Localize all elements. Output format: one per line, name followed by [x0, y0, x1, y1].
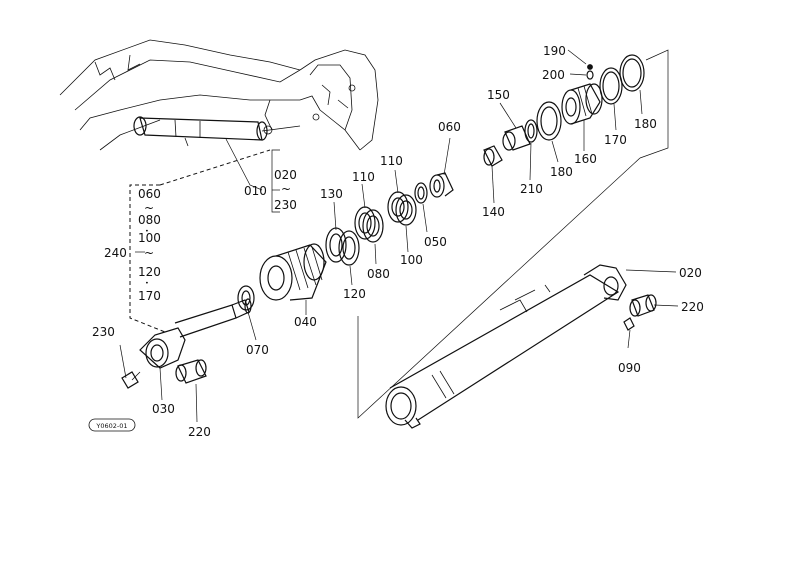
- group-label-080: 080: [138, 213, 161, 227]
- label-240: 240: [104, 246, 127, 260]
- label-160: 160: [574, 152, 597, 166]
- group-label-tilde-1: ~: [144, 201, 154, 215]
- o-ring-070: [237, 285, 255, 311]
- ring-180-b: [619, 54, 645, 92]
- loader-frame-sketch: [59, 39, 379, 151]
- piston-160: [561, 83, 603, 125]
- group-label-tilde-2: ~: [144, 246, 154, 260]
- label-020-right: 020: [679, 266, 702, 280]
- seal-100: [395, 194, 417, 226]
- label-170-right: 170: [604, 133, 627, 147]
- bracket-020-230: [271, 149, 280, 213]
- label-020-top: 020: [274, 168, 297, 182]
- sleeve-150: [502, 125, 531, 151]
- label-220-bottom: 220: [188, 425, 211, 439]
- label-150: 150: [487, 88, 510, 102]
- leader-010: [225, 138, 263, 191]
- label-090: 090: [618, 361, 641, 375]
- group-label-060: 060: [138, 187, 161, 201]
- label-110-a: 110: [352, 170, 375, 184]
- label-180-a: 180: [550, 165, 573, 179]
- label-120-mid: 120: [343, 287, 366, 301]
- drawing-id-label: Y0602-01: [95, 422, 127, 430]
- grease-nipple-090: [623, 317, 635, 331]
- part-labels: 010 020 ~ 230 020 220 090 030 220 230 07…: [92, 44, 704, 439]
- ball-190: [587, 64, 593, 70]
- o-ring-210: [524, 119, 538, 143]
- label-220-right: 220: [681, 300, 704, 314]
- assembly-frame-lower: [357, 157, 641, 419]
- label-130: 130: [320, 187, 343, 201]
- seal-170: [599, 67, 623, 105]
- collar-060: [429, 172, 454, 198]
- bushing-right: [629, 294, 657, 317]
- seal-080: [362, 209, 384, 243]
- nut-140: [483, 145, 503, 167]
- label-180-b: 180: [634, 117, 657, 131]
- group-label-dot-2: •: [145, 279, 149, 287]
- group-label-100: 100: [138, 231, 161, 245]
- ring-200: [586, 70, 594, 80]
- label-110-b: 110: [380, 154, 403, 168]
- rod-end-eye: [139, 327, 186, 369]
- label-200: 200: [542, 68, 565, 82]
- label-tilde-top: ~: [281, 182, 291, 196]
- group-bracket-240: [129, 184, 166, 333]
- label-230-top: 230: [274, 198, 297, 212]
- label-060-mid: 060: [438, 120, 461, 134]
- rod-guide-040: [259, 243, 327, 301]
- group-label-dot-1: •: [145, 227, 149, 235]
- label-050: 050: [424, 235, 447, 249]
- drawing-id-badge: Y0602-01: [88, 418, 136, 432]
- label-070: 070: [246, 343, 269, 357]
- group-label-170: 170: [138, 289, 161, 303]
- ring-050: [414, 182, 428, 204]
- label-040: 040: [294, 315, 317, 329]
- group-label-120: 120: [138, 265, 161, 279]
- group-bracket-240-top: [159, 149, 271, 186]
- label-100-mid: 100: [400, 253, 423, 267]
- leader-lines: [119, 49, 679, 423]
- label-190: 190: [543, 44, 566, 58]
- label-230-left: 230: [92, 325, 115, 339]
- seal-110-b: [387, 191, 409, 223]
- assembly-frame-upper: [639, 49, 669, 159]
- label-210: 210: [520, 182, 543, 196]
- label-030: 030: [152, 402, 175, 416]
- label-080-mid: 080: [367, 267, 390, 281]
- grease-nipple-left: [121, 371, 141, 389]
- cylinder-tube-020: [385, 264, 627, 429]
- seal-120: [338, 230, 360, 266]
- bushing-bottom: [175, 359, 207, 384]
- label-010: 010: [244, 184, 267, 198]
- ring-180-a: [536, 101, 562, 141]
- label-140: 140: [482, 205, 505, 219]
